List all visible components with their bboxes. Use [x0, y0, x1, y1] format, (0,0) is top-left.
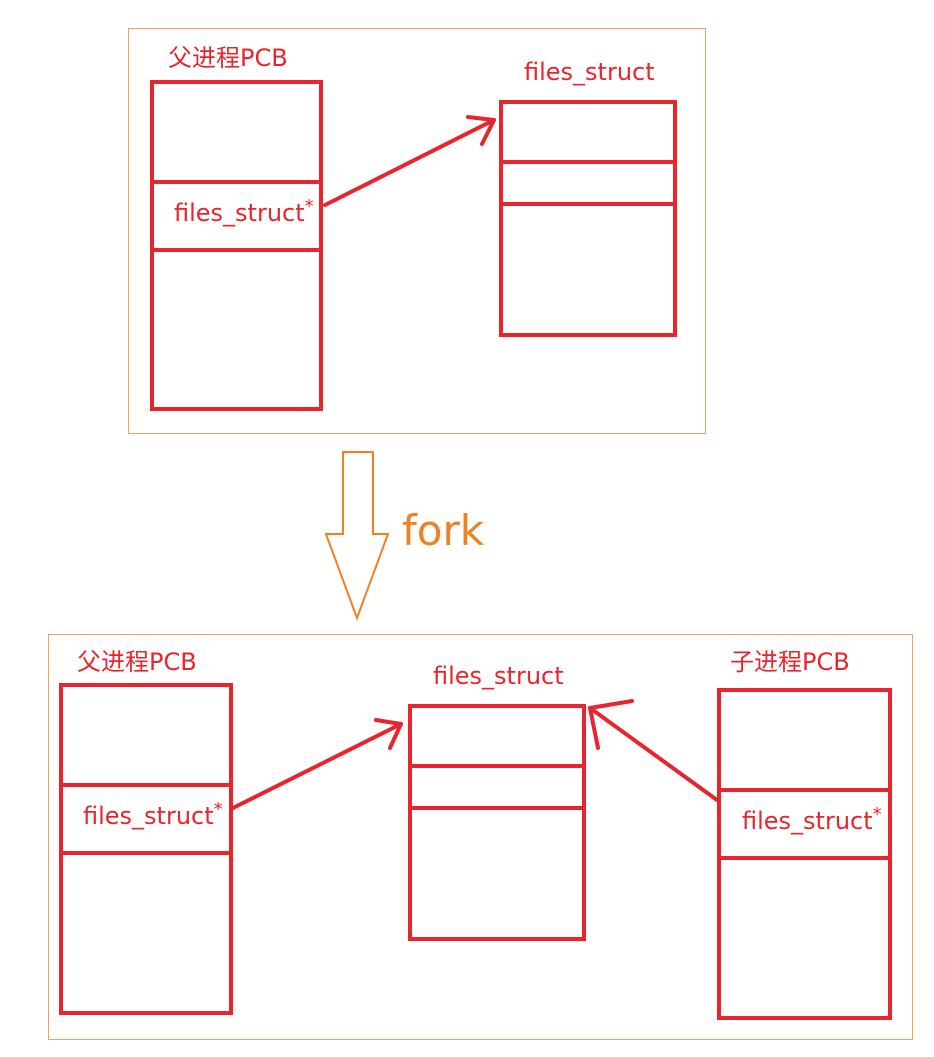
pcb-field-divider [721, 856, 888, 860]
pcb-field-divider [63, 783, 229, 787]
pcb-field-divider [721, 788, 888, 792]
parent-pcb-label: 父进程PCB [77, 648, 197, 676]
pointer-mark: * [304, 196, 314, 217]
parent-pcb-label: 父进程PCB [168, 44, 288, 72]
fork-down-arrow [324, 451, 390, 621]
pointer-mark: * [872, 804, 882, 825]
table-row-divider [503, 160, 673, 164]
field-label: files_struct [174, 199, 305, 227]
table-row-divider [412, 764, 582, 768]
pointer-arrow [231, 718, 403, 810]
field-label: files_struct [83, 802, 214, 830]
table-row-divider [412, 806, 582, 810]
files-struct-table [499, 100, 677, 337]
child-pointer-arrow [588, 699, 719, 802]
files-struct-label: files_struct [433, 662, 564, 690]
pointer-arrow [323, 115, 496, 207]
files-struct-label: files_struct [524, 58, 655, 86]
parent-pcb-box [150, 80, 323, 411]
files-struct-table [408, 704, 586, 941]
pcb-field-divider [154, 180, 319, 184]
files-struct-pointer-field: files_struct* [174, 196, 314, 227]
pointer-mark: * [213, 799, 223, 820]
child-pcb-box [717, 688, 892, 1020]
parent-pcb-box [59, 683, 233, 1015]
files-struct-pointer-field: files_struct* [83, 799, 223, 830]
field-label: files_struct [742, 807, 873, 835]
before-fork-frame [128, 28, 706, 434]
pcb-field-divider [63, 851, 229, 855]
fork-label: fork [402, 506, 485, 555]
child-pcb-label: 子进程PCB [730, 648, 850, 676]
after-fork-frame [48, 634, 913, 1040]
pcb-field-divider [154, 248, 319, 252]
files-struct-pointer-field: files_struct* [742, 804, 882, 835]
table-row-divider [503, 202, 673, 206]
